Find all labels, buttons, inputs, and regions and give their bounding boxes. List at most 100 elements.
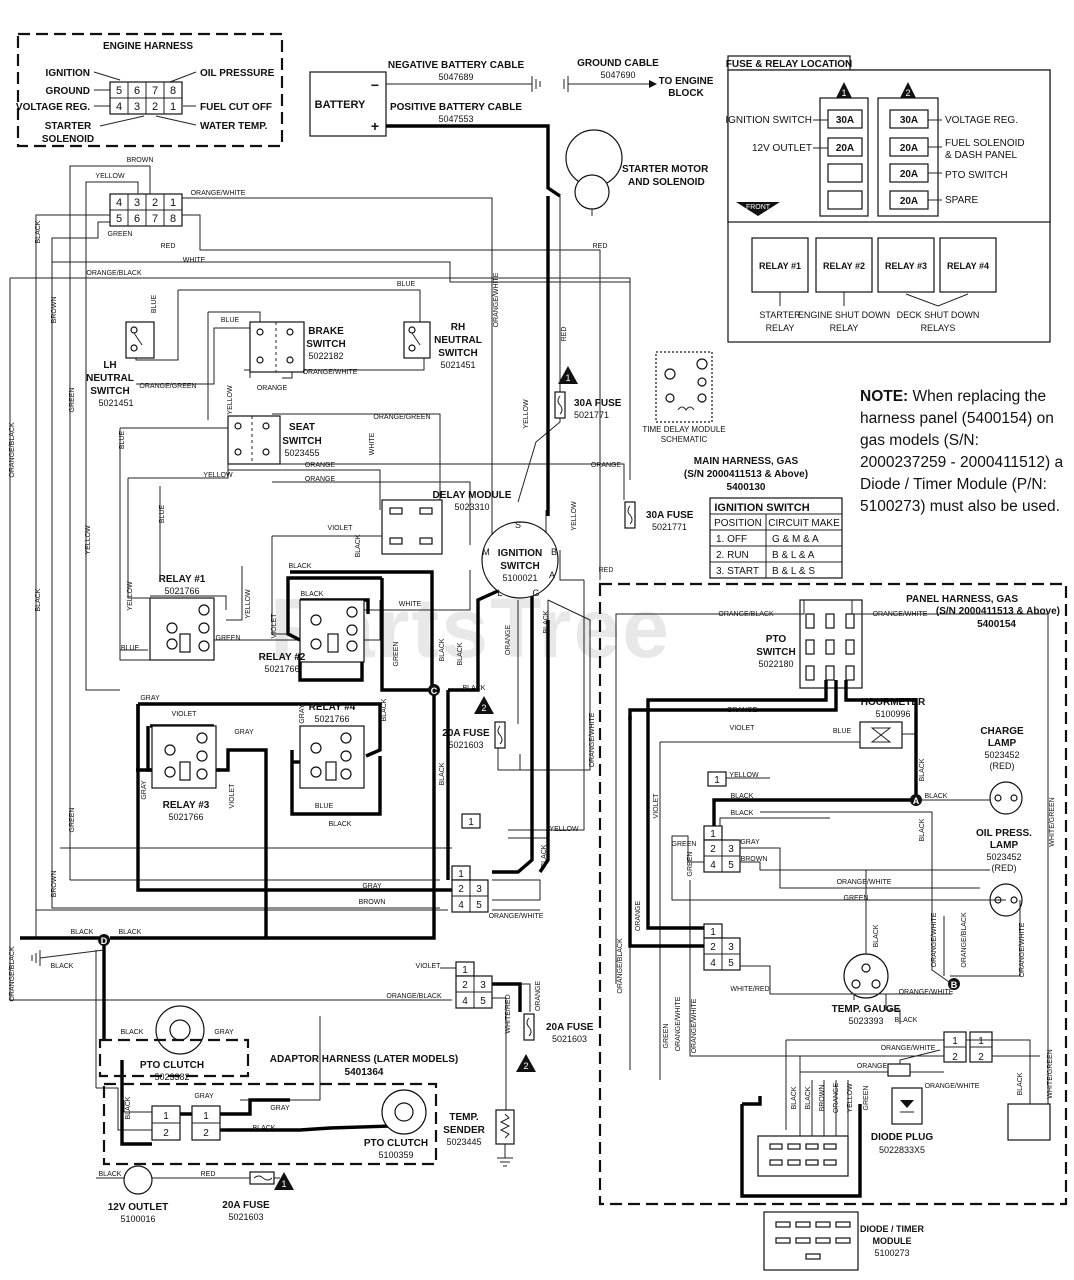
svg-text:DECK SHUT DOWN: DECK SHUT DOWN xyxy=(897,310,980,320)
svg-text:20A: 20A xyxy=(900,169,918,180)
svg-text:GREEN: GREEN xyxy=(687,852,694,877)
svg-text:BLACK: BLACK xyxy=(791,1086,798,1109)
ignition-table: IGNITION SWITCH POSITION CIRCUIT MAKE 1.… xyxy=(709,497,843,579)
svg-text:BLACK: BLACK xyxy=(35,588,42,611)
svg-text:ORANGE/BLACK: ORANGE/BLACK xyxy=(86,270,142,277)
svg-text:BLACK: BLACK xyxy=(51,963,74,970)
svg-text:PTO CLUTCH: PTO CLUTCH xyxy=(140,1060,204,1071)
svg-text:5021766: 5021766 xyxy=(264,664,299,674)
svg-text:1: 1 xyxy=(952,1036,958,1047)
svg-text:YELLOW: YELLOW xyxy=(847,1083,854,1113)
svg-text:STARTER MOTOR: STARTER MOTOR xyxy=(622,164,709,175)
ground-symbol-left xyxy=(31,949,105,966)
svg-text:30A: 30A xyxy=(900,115,918,126)
delay-module: DELAY MODULE 5023310 xyxy=(381,490,512,555)
temp-sender: TEMP. SENDER 5023445 xyxy=(443,1109,515,1167)
svg-text:TEMP. GAUGE: TEMP. GAUGE xyxy=(832,1004,901,1015)
svg-text:YELLOW: YELLOW xyxy=(227,385,234,415)
svg-text:GRAY: GRAY xyxy=(140,695,160,702)
svg-text:SWITCH: SWITCH xyxy=(756,647,795,658)
svg-text:5: 5 xyxy=(728,860,734,871)
svg-text:BROWN: BROWN xyxy=(359,899,386,906)
svg-text:3: 3 xyxy=(728,844,734,855)
svg-text:BLACK: BLACK xyxy=(355,534,362,557)
svg-text:RH: RH xyxy=(451,322,465,333)
svg-text:WHITE: WHITE xyxy=(399,601,422,608)
svg-text:ORANGE/WHITE: ORANGE/WHITE xyxy=(493,272,500,327)
relay-2: RELAY #2 5021766 xyxy=(259,599,365,674)
svg-text:BLACK: BLACK xyxy=(289,563,312,570)
svg-text:8: 8 xyxy=(170,85,176,97)
svg-text:FUEL SOLENOID: FUEL SOLENOID xyxy=(945,138,1025,149)
svg-text:5023382: 5023382 xyxy=(154,1072,189,1082)
svg-text:BLUE: BLUE xyxy=(397,281,416,288)
svg-text:LAMP: LAMP xyxy=(988,738,1017,749)
svg-text:BLACK: BLACK xyxy=(463,685,486,692)
svg-text:BLACK: BLACK xyxy=(71,929,94,936)
svg-text:YELLOW: YELLOW xyxy=(95,173,125,180)
svg-text:5022182: 5022182 xyxy=(308,351,343,361)
svg-text:2: 2 xyxy=(458,884,464,895)
svg-text:30A FUSE: 30A FUSE xyxy=(646,510,694,521)
svg-text:VOLTAGE REG.: VOLTAGE REG. xyxy=(945,115,1018,126)
svg-text:BLUE: BLUE xyxy=(833,728,852,735)
svg-text:5: 5 xyxy=(116,213,122,225)
hourmeter: HOURMETER 5100996 xyxy=(859,697,926,749)
svg-text:VIOLET: VIOLET xyxy=(328,525,354,532)
svg-text:BLACK: BLACK xyxy=(329,821,352,828)
svg-text:SEAT: SEAT xyxy=(289,422,315,433)
svg-text:BLACK: BLACK xyxy=(543,610,550,633)
fuse-20a-3: 1 20A FUSE 5021603 xyxy=(222,1171,294,1222)
svg-text:5023452: 5023452 xyxy=(984,750,1019,760)
svg-text:ORANGE/WHITE: ORANGE/WHITE xyxy=(691,998,698,1053)
svg-text:ORANGE: ORANGE xyxy=(535,981,542,1012)
svg-text:5100273: 5100273 xyxy=(874,1248,909,1258)
svg-text:3: 3 xyxy=(134,101,140,113)
svg-text:BLUE: BLUE xyxy=(121,645,140,652)
temp-gauge: TEMP. GAUGE 5023393 xyxy=(832,953,901,1026)
svg-text:20A: 20A xyxy=(900,196,918,207)
vertical-wire-labels: BLACK BROWN GREEN ORANGE/BLACK YELLOW BL… xyxy=(9,220,1056,1119)
svg-text:A: A xyxy=(913,796,920,806)
svg-text:SWITCH: SWITCH xyxy=(90,386,129,397)
svg-text:1: 1 xyxy=(841,88,846,98)
svg-text:ORANGE/WHITE: ORANGE/WHITE xyxy=(489,913,544,920)
svg-text:20A: 20A xyxy=(836,143,854,154)
svg-text:5047553: 5047553 xyxy=(438,114,473,124)
svg-text:5021771: 5021771 xyxy=(574,410,609,420)
svg-text:M: M xyxy=(482,547,490,557)
12v-outlet: 12V OUTLET 5100016 xyxy=(108,1165,168,1224)
relay-3: RELAY #3 5021766 xyxy=(151,725,217,822)
svg-text:BLACK: BLACK xyxy=(301,591,324,598)
svg-text:ORANGE/GREEN: ORANGE/GREEN xyxy=(373,414,430,421)
svg-text:5047689: 5047689 xyxy=(438,72,473,82)
svg-text:1. OFF: 1. OFF xyxy=(716,534,747,545)
note-text: When replacing the harness panel (540015… xyxy=(860,388,1064,515)
svg-text:1: 1 xyxy=(468,817,474,828)
svg-text:1: 1 xyxy=(710,927,716,938)
svg-text:ORANGE/WHITE: ORANGE/WHITE xyxy=(589,712,596,767)
svg-text:BLACK: BLACK xyxy=(121,1029,144,1036)
svg-text:ENGINE SHUT DOWN: ENGINE SHUT DOWN xyxy=(798,310,890,320)
svg-text:PANEL HARNESS, GAS: PANEL HARNESS, GAS xyxy=(906,594,1018,605)
svg-text:1: 1 xyxy=(170,101,176,113)
svg-text:3: 3 xyxy=(480,980,486,991)
diode-plug: DIODE PLUG 5022833X5 xyxy=(871,1063,933,1155)
svg-text:GREEN: GREEN xyxy=(844,895,869,902)
svg-text:1: 1 xyxy=(462,965,468,976)
svg-text:G: G xyxy=(532,588,539,598)
svg-text:B: B xyxy=(951,980,958,990)
panel-wires xyxy=(615,600,1051,1141)
svg-text:1: 1 xyxy=(281,1179,286,1189)
node-c: C xyxy=(428,684,440,696)
svg-text:BLACK: BLACK xyxy=(1017,1072,1024,1095)
panel-connector-2b: 1 2 xyxy=(969,1031,993,1063)
svg-text:ORANGE/BLACK: ORANGE/BLACK xyxy=(9,422,16,478)
svg-text:BLUE: BLUE xyxy=(315,803,334,810)
svg-text:BLACK: BLACK xyxy=(99,1171,122,1178)
svg-text:2: 2 xyxy=(152,197,158,209)
svg-text:GREEN: GREEN xyxy=(863,1086,870,1111)
svg-text:GREEN: GREEN xyxy=(663,1024,670,1049)
panel-harness: PANEL HARNESS, GAS (S/N 2000411513 & Abo… xyxy=(598,582,1068,1206)
svg-text:5: 5 xyxy=(476,900,482,911)
